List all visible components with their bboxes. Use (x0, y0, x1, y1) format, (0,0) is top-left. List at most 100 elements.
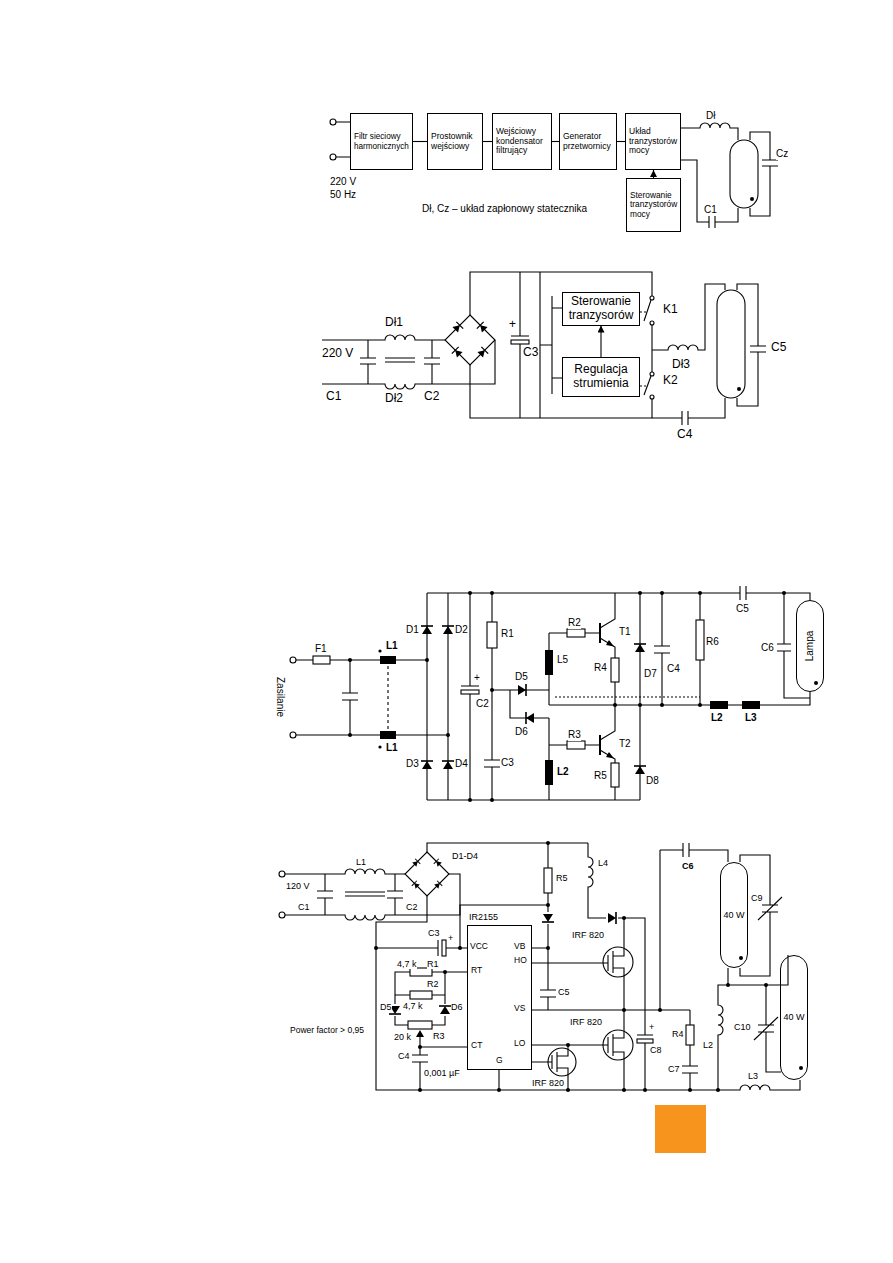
connector-line (600, 326, 601, 357)
component-label: C1 (298, 902, 310, 912)
component-label: R1 (501, 628, 514, 640)
component-label: C5 (736, 603, 749, 615)
component-label: D5 (380, 1002, 392, 1012)
component-label: L2 (557, 766, 569, 778)
component-label: R2 (427, 979, 439, 989)
transistor-ballast-schematic (698, 703, 702, 707)
component-label: 0,001 µF (424, 1068, 460, 1078)
ic-ballast-schematic (608, 912, 616, 924)
ic-ballast-schematic (546, 946, 550, 950)
ic-ballast-schematic (622, 1008, 626, 1012)
transistor-ballast-schematic (380, 731, 396, 739)
transistor-ballast-schematic (518, 684, 526, 696)
component-label: 120 V (286, 881, 310, 891)
transistor-ballast-schematic (613, 703, 617, 707)
component-label: C10 (734, 1022, 751, 1032)
ballast-schematic (385, 358, 415, 362)
ic-ballast-schematic (416, 1030, 424, 1037)
ballast-schematic (640, 312, 647, 386)
transistor-ballast-schematic (611, 763, 619, 787)
component-label: R4 (672, 1029, 684, 1039)
ballast-schematic (717, 290, 745, 398)
ic-ballast-schematic (799, 1066, 803, 1070)
transistor-ballast-schematic (549, 692, 810, 705)
ic-ballast-schematic (716, 1088, 720, 1092)
component-label: C4 (677, 428, 692, 442)
component-label: C6 (682, 861, 694, 871)
component-label: 20 k (394, 1032, 411, 1042)
ic-ballast-schematic (405, 852, 449, 896)
component-label: C8 (650, 1045, 662, 1055)
component-label: L4 (598, 858, 608, 868)
ic-ballast-schematic (532, 963, 690, 1062)
component-label: R6 (706, 636, 719, 648)
ballast-schematic (644, 300, 651, 321)
block-text: Wejściowy kondensator filtrujący (496, 127, 548, 156)
transistor-ballast-schematic (660, 703, 664, 707)
component-label: 220 V (330, 176, 356, 188)
ic-ballast-schematic (279, 912, 285, 918)
ic-ballast-schematic (317, 874, 333, 915)
ic-name: IR2155 (469, 912, 498, 922)
component-label: D4 (455, 758, 468, 770)
component-label: C4 (398, 1051, 410, 1061)
ic-ballast-schematic (458, 946, 462, 950)
component-label: D6 (515, 726, 528, 738)
ballast-schematic (650, 372, 654, 376)
component-label: R1 (427, 959, 439, 969)
transistor-ballast-schematic (313, 656, 330, 664)
component-label: R3 (568, 729, 581, 741)
transistor-ballast-schematic (427, 586, 810, 600)
component-label: C7 (668, 1064, 680, 1074)
component-label: RT (471, 966, 482, 976)
transistor-ballast-schematic (567, 741, 585, 749)
ic-ballast-schematic (439, 1006, 451, 1014)
ballast-schematic (650, 296, 654, 300)
component-label: C3 (428, 928, 440, 938)
ic-ballast-schematic (566, 1043, 570, 1047)
ic-ballast-schematic (374, 946, 378, 950)
component-label: D6 (451, 1002, 463, 1012)
transistor-ballast-schematic (599, 735, 601, 755)
component-label: C9 (751, 893, 763, 903)
component-label: + (448, 933, 453, 943)
component-label: C5 (771, 341, 786, 355)
ic-ballast-schematic (566, 1088, 570, 1092)
ic-ballast-schematic (682, 1010, 698, 1090)
lamp-tube: 40 W (720, 862, 748, 968)
transistor-ballast-schematic (461, 690, 479, 694)
transistor-ballast-schematic (442, 761, 454, 769)
transistor-ballast-schematic (545, 760, 553, 785)
transistor-ballast-schematic (387, 666, 388, 729)
block-text: Układ tranzystorów mocy (629, 127, 677, 156)
connector-line (413, 141, 427, 142)
transistor-ballast-schematic (696, 620, 704, 660)
transistor-ballast-schematic (484, 593, 500, 800)
transistor-ballast-schematic (425, 658, 429, 662)
component-label: + (649, 1022, 654, 1032)
component-label: L3 (748, 1071, 758, 1081)
ic-ballast-schematic (658, 1008, 662, 1012)
transistor-ballast-schematic (446, 733, 450, 737)
transistor-ballast-schematic (611, 658, 619, 682)
lamp-tube: Lampa (796, 600, 824, 692)
component-label: K1 (663, 303, 678, 317)
component-label: Power factor > 0,95 (290, 1026, 364, 1036)
block-diagram-wiring (330, 119, 778, 228)
component-label: D5 (515, 671, 528, 683)
block-diagram-wiring (681, 123, 738, 140)
component-label: Dł2 (385, 392, 403, 406)
component-label: LO (514, 1039, 525, 1049)
transistor-ballast-schematic (490, 688, 494, 692)
transistor-ballast-schematic (698, 591, 702, 595)
block-text: Sterowanie tranzystorów mocy (630, 191, 677, 220)
ic-ballast-schematic (588, 843, 653, 1090)
component-label: L2 (711, 712, 723, 724)
component-label: G (496, 1056, 503, 1066)
component-label: R5 (594, 770, 607, 782)
ballast-schematic (452, 347, 463, 358)
ballast-schematic (477, 347, 488, 358)
ic-ballast-schematic (279, 841, 803, 1092)
component-label: C1 (326, 390, 341, 404)
transistor-ballast-schematic (549, 718, 600, 800)
